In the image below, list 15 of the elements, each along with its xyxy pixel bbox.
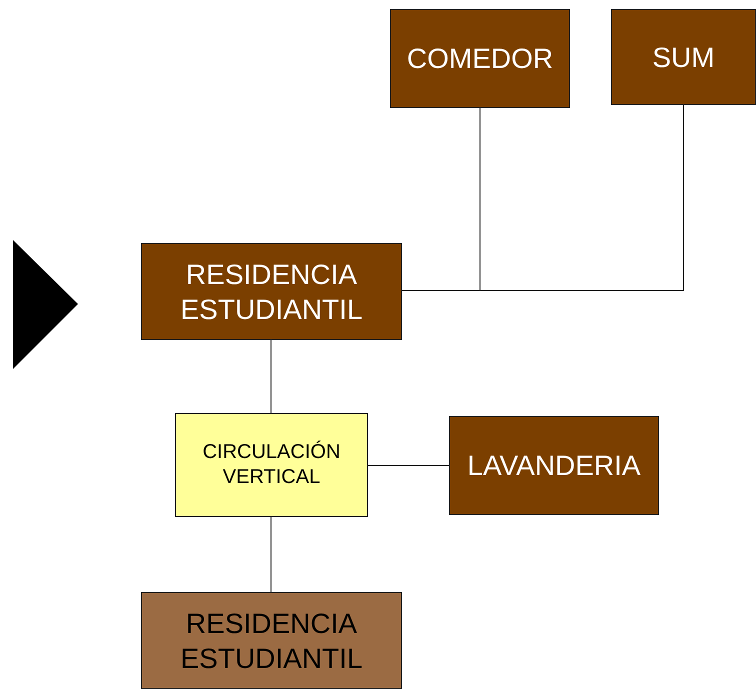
room-label: SUM — [652, 40, 715, 74]
room-label: CIRCULACIÓN VERTICAL — [202, 440, 342, 490]
connector-line — [270, 340, 272, 414]
room-label: RESIDENCIA ESTUDIANTIL — [179, 258, 364, 326]
room-label: COMEDOR — [406, 42, 554, 76]
connector-line — [368, 465, 450, 466]
room-box — [175, 413, 368, 517]
room-label: RESIDENCIA ESTUDIANTIL — [179, 606, 364, 676]
room-box — [390, 9, 570, 108]
room-box — [141, 243, 402, 340]
room-box — [611, 9, 756, 105]
room-box — [141, 592, 402, 689]
room-box — [449, 416, 659, 515]
room-label: LAVANDERIA — [467, 449, 641, 483]
connector-line — [270, 516, 272, 592]
